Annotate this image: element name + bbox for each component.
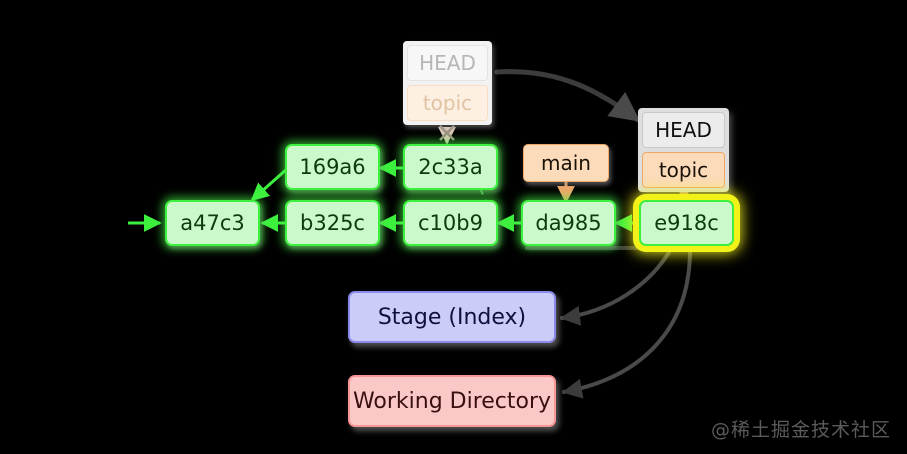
edge-e918c-to-stage (560, 247, 673, 326)
commit-node-e918c[interactable]: e918c (639, 200, 734, 246)
stage-index-box[interactable]: Stage (Index) (348, 291, 556, 343)
commit-node-da985[interactable]: da985 (521, 200, 616, 246)
edge-head-moved (494, 69, 641, 123)
commit-label-169a6: 169a6 (299, 155, 366, 179)
commit-label-e918c: e918c (654, 211, 719, 235)
ref-main[interactable]: main (523, 144, 609, 182)
commit-label-a47c3: a47c3 (180, 211, 245, 235)
commit-node-169a6[interactable]: 169a6 (285, 144, 380, 190)
head-box-previous: HEAD topic (403, 41, 492, 125)
head-label-current: HEAD (642, 112, 725, 148)
working-directory-box[interactable]: Working Directory (348, 375, 556, 427)
commit-node-b325c[interactable]: b325c (285, 200, 380, 246)
commit-node-a47c3[interactable]: a47c3 (165, 200, 260, 246)
commit-node-2c33a[interactable]: 2c33a (403, 144, 498, 190)
commit-node-c10b9[interactable]: c10b9 (403, 200, 498, 246)
head-label-previous: HEAD (407, 45, 488, 81)
edge-169a6-to-a47c3 (250, 166, 289, 202)
commit-label-2c33a: 2c33a (418, 155, 483, 179)
stage-index-label: Stage (Index) (377, 304, 527, 330)
commit-label-b325c: b325c (300, 211, 365, 235)
commit-label-c10b9: c10b9 (418, 211, 483, 235)
head-box-current[interactable]: HEAD topic (638, 108, 729, 192)
edge-e918c-to-working-directory (562, 248, 692, 399)
watermark: @稀土掘金技术社区 (710, 419, 891, 441)
head-ref-topic-current[interactable]: topic (642, 152, 725, 188)
commit-label-da985: da985 (535, 211, 602, 235)
ref-main-label: main (541, 151, 591, 175)
edge-ghost-head-to-2c33a (438, 125, 456, 145)
head-ref-topic-previous: topic (407, 85, 488, 121)
working-directory-label: Working Directory (352, 388, 552, 414)
